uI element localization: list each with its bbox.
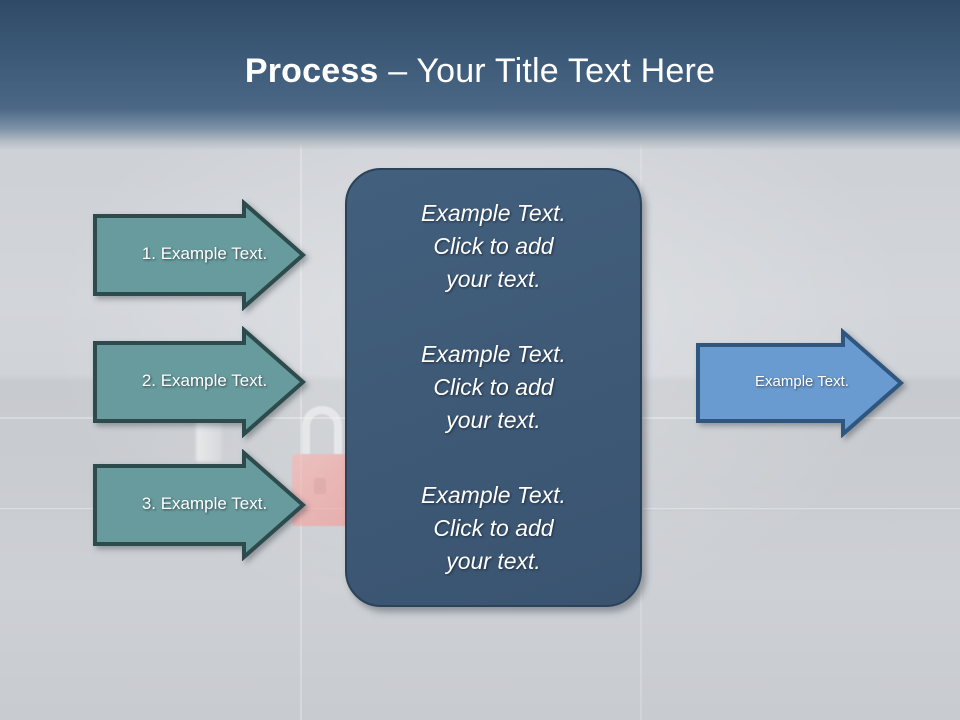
page-title: Process – Your Title Text Here: [0, 51, 960, 91]
arrow-right-shape-icon: [93, 326, 307, 438]
background-vertical-edge-left: [300, 130, 302, 720]
panel-text-block-2: Example Text. Click to add your text.: [421, 341, 566, 433]
padlock-body: [292, 454, 348, 526]
arrow-right-shape-icon: [93, 199, 307, 311]
process-step-arrow-1[interactable]: 1. Example Text.: [92, 199, 307, 311]
page-title-bold: Process: [244, 52, 379, 90]
header-band: [0, 0, 960, 150]
panel-text-block-3: Example Text. Click to add your text.: [421, 482, 566, 574]
outcome-arrow[interactable]: Example Text.: [695, 328, 905, 438]
process-step-arrow-3[interactable]: 3. Example Text.: [92, 449, 307, 561]
padlock-icon: [292, 406, 350, 536]
padlock-shackle: [302, 406, 342, 462]
page-title-rest: – Your Title Text Here: [378, 52, 716, 90]
arrow-right-shape-icon: [93, 449, 307, 561]
center-content-panel[interactable]: Example Text. Click to add your text. Ex…: [345, 168, 642, 607]
process-step-arrow-2[interactable]: 2. Example Text.: [92, 326, 307, 438]
panel-text-block-1: Example Text. Click to add your text.: [421, 200, 566, 292]
arrow-right-shape-icon: [696, 328, 905, 438]
